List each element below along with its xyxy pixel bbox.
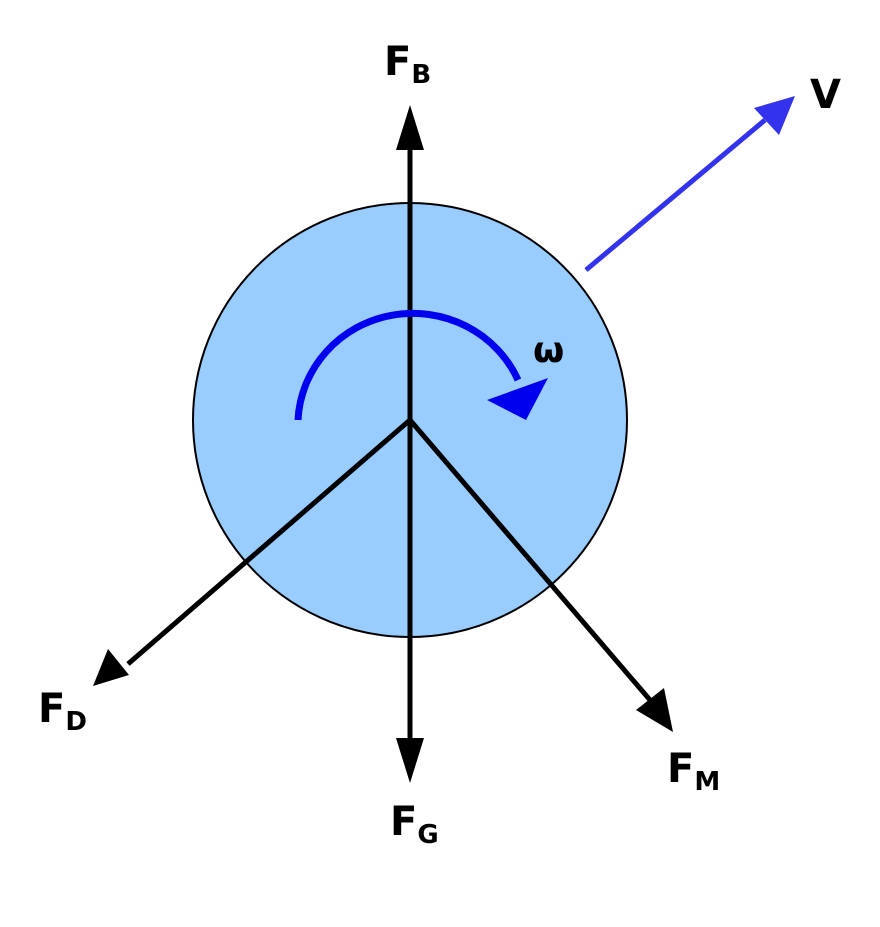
velocity-arrow: [584, 96, 795, 272]
gravity-force-arrow: [396, 420, 424, 783]
buoyancy-force-label: FB: [384, 39, 431, 90]
magnus-force-arrow: [408, 418, 673, 732]
velocity-label: V: [810, 72, 841, 118]
drag-force-label: FD: [38, 686, 87, 737]
buoyancy-force-arrow: [396, 105, 424, 420]
spin-label: ω: [533, 330, 564, 371]
gravity-force-label: FG: [390, 799, 439, 850]
drag-force-arrow: [93, 418, 412, 686]
magnus-force-label: FM: [667, 746, 720, 797]
spin-arrow: [294, 309, 548, 421]
